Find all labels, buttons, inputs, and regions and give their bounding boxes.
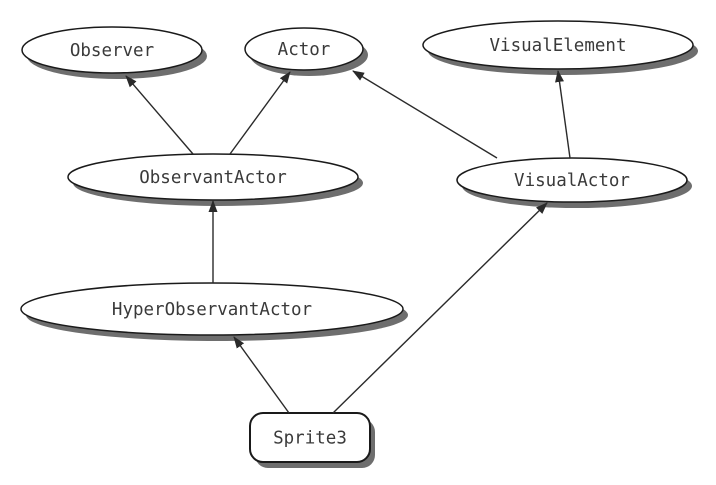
node-sprite3: Sprite3	[249, 412, 375, 468]
nodes-layer: Observer Actor VisualElementObservantActor…	[20, 20, 698, 468]
node-ellipse	[422, 20, 694, 70]
edges-layer	[125, 70, 571, 414]
node-label-observer: Observer	[70, 41, 154, 61]
node-label-sprite3: Sprite3	[273, 429, 347, 449]
node-label-visual-actor: VisualActor	[514, 171, 630, 191]
node-label-visual-element: VisualElement	[490, 36, 627, 56]
node-observant-actor: ObservantActor	[67, 153, 363, 206]
node-actor: Actor	[244, 27, 368, 76]
edge-sprite3-to-visual-actor	[332, 202, 548, 414]
node-observer: Observer	[21, 26, 207, 79]
edge-observant-actor-to-observer	[125, 75, 194, 155]
edge-visual-actor-to-actor	[352, 70, 498, 159]
node-label-hyper-observant-actor: HyperObservantActor	[112, 300, 312, 320]
node-hyper-observant-actor: HyperObservantActor	[20, 282, 408, 341]
node-ellipse	[456, 157, 688, 203]
node-label-actor: Actor	[278, 40, 331, 60]
node-ellipse	[20, 282, 404, 336]
edge-observant-actor-to-actor	[229, 71, 291, 155]
node-visual-actor: VisualActor	[456, 157, 692, 208]
node-label-observant-actor: ObservantActor	[139, 168, 287, 188]
node-ellipse	[244, 27, 364, 71]
node-ellipse	[21, 26, 203, 74]
edge-visual-actor-to-visual-element	[555, 70, 571, 159]
node-box	[249, 412, 371, 463]
node-visual-element: VisualElement	[422, 20, 698, 75]
edge-sprite3-to-hyper-observant-actor	[233, 336, 290, 414]
